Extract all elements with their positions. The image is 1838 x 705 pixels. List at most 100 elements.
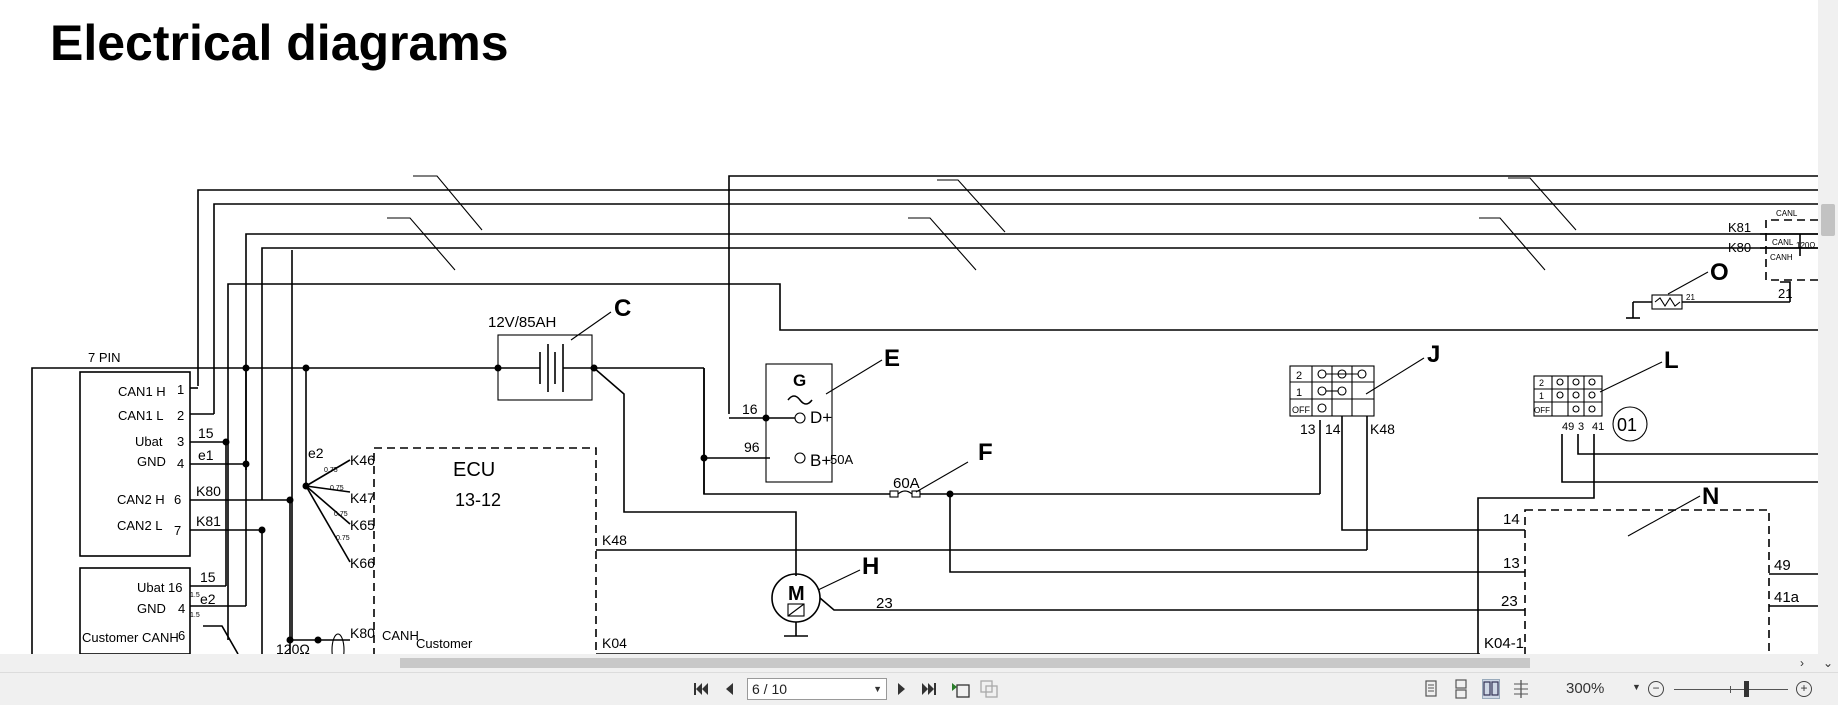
wire-label: e2: [200, 591, 216, 607]
pin-number: 6: [174, 492, 181, 507]
zoom-level[interactable]: 300%: [1566, 680, 1605, 697]
zoom-out-icon[interactable]: −: [1648, 681, 1664, 697]
pin-number: 2: [177, 408, 184, 423]
previous-page-icon: [726, 683, 733, 695]
svg-text:41a: 41a: [1774, 589, 1800, 606]
svg-text:CANH: CANH: [1770, 253, 1793, 262]
insert-page-button[interactable]: [950, 677, 972, 701]
viewer-toolbar: 6 / 10 ▼ 300% ▼ − +: [0, 672, 1838, 705]
pin-label: CAN1 L: [118, 408, 164, 423]
pin-label: CAN2 L: [117, 518, 163, 533]
wire-label: K66: [350, 555, 375, 571]
zoom-in-icon[interactable]: +: [1796, 681, 1812, 697]
wire-label: K47: [350, 490, 375, 506]
svg-text:120Ω: 120Ω: [1796, 241, 1815, 250]
svg-text:K48: K48: [602, 532, 627, 548]
pin-label: Ubat: [137, 580, 165, 595]
two-page-view-button[interactable]: [1482, 679, 1500, 699]
callout-h: H: [862, 553, 879, 580]
insert-page-icon: [952, 683, 970, 698]
continuous-view-button[interactable]: [1452, 679, 1470, 699]
last-page-button[interactable]: [918, 677, 940, 701]
wire-label: 15: [198, 425, 214, 441]
pin-label: CAN2 H: [117, 492, 165, 507]
next-page-button[interactable]: [892, 677, 912, 701]
zoom-slider-track[interactable]: [1674, 689, 1788, 690]
svg-text:K80: K80: [1728, 240, 1751, 255]
generator-label: G: [793, 371, 806, 390]
expand-toolbar-icon[interactable]: ⌄: [1818, 654, 1838, 672]
svg-text:CANL: CANL: [1772, 238, 1794, 247]
svg-text:21: 21: [1778, 286, 1792, 301]
svg-text:K81: K81: [1728, 220, 1751, 235]
first-page-button[interactable]: [690, 677, 712, 701]
svg-text:3: 3: [1578, 421, 1584, 433]
page-number-input[interactable]: 6 / 10 ▼: [747, 678, 887, 700]
vertical-scrollbar[interactable]: [1818, 0, 1838, 654]
callout-l: L: [1664, 347, 1679, 374]
continuous-page-icon: [1455, 679, 1467, 699]
zoom-slider-thumb[interactable]: [1743, 681, 1749, 697]
svg-text:K04-1: K04-1: [1484, 635, 1524, 652]
svg-text:0.75: 0.75: [334, 511, 348, 518]
wire-label: 15: [200, 569, 216, 585]
callout-o: O: [1710, 259, 1729, 286]
svg-text:0.75: 0.75: [324, 467, 338, 474]
svg-text:41: 41: [1592, 421, 1604, 433]
svg-text:0.75: 0.75: [336, 535, 350, 542]
ecu-code: 13-12: [455, 490, 501, 510]
svg-text:CANH: CANH: [382, 628, 419, 643]
wire-label: e1: [198, 447, 214, 463]
horizontal-scrollbar[interactable]: [0, 654, 1818, 672]
svg-text:16: 16: [742, 401, 758, 417]
horizontal-scroll-thumb[interactable]: [400, 658, 1530, 668]
pin-number: 7: [174, 523, 181, 538]
svg-text:2: 2: [1539, 378, 1544, 388]
book-view-icon: [1514, 680, 1528, 698]
circle-label: 01: [1617, 415, 1637, 435]
svg-text:D+: D+: [810, 408, 832, 427]
svg-text:OFF: OFF: [1292, 405, 1310, 415]
svg-text:13: 13: [1300, 421, 1316, 437]
fuse-label: 60A: [893, 475, 920, 492]
connector-label: 7 PIN: [88, 350, 121, 365]
svg-text:K48: K48: [1370, 421, 1395, 437]
wire-label: K80: [196, 483, 221, 499]
svg-text:K04: K04: [602, 635, 627, 651]
callout-n: N: [1702, 483, 1719, 510]
pin-number: 16: [168, 580, 182, 595]
motor-label: M: [788, 583, 805, 605]
wire-label: K81: [196, 513, 221, 529]
svg-text:Customer: Customer: [416, 636, 473, 651]
pin-label: GND: [137, 454, 166, 469]
svg-text:1: 1: [1539, 391, 1544, 401]
callout-j: J: [1427, 341, 1440, 368]
pin-label: CAN1 H: [118, 384, 166, 399]
wire-gauge: 1.5: [190, 612, 200, 619]
ecu-title: ECU: [453, 459, 495, 481]
svg-text:OFF: OFF: [1534, 406, 1550, 415]
zoom-dropdown-icon[interactable]: ▼: [1632, 682, 1641, 692]
single-page-icon: [1425, 680, 1437, 697]
svg-text:1: 1: [1296, 387, 1302, 399]
scroll-right-icon[interactable]: ›: [1800, 656, 1804, 670]
page-dropdown-icon[interactable]: ▼: [873, 684, 882, 694]
pin-number: 6: [178, 628, 185, 643]
svg-text:2: 2: [1296, 370, 1302, 382]
wire-label: e2: [308, 445, 324, 461]
wire-label: K80: [350, 625, 375, 641]
svg-text:B+: B+: [810, 451, 831, 470]
pin-number: 4: [177, 456, 184, 471]
svg-text:0.75: 0.75: [330, 485, 344, 492]
pin-number: 3: [177, 434, 184, 449]
single-page-view-button[interactable]: [1422, 679, 1440, 699]
resistor-label: 120Ω: [276, 641, 310, 654]
svg-text:50A: 50A: [830, 452, 853, 467]
previous-page-button[interactable]: [718, 677, 740, 701]
callout-e: E: [884, 345, 900, 372]
svg-text:13: 13: [1503, 555, 1520, 572]
vertical-scroll-thumb[interactable]: [1821, 204, 1835, 236]
extract-page-button[interactable]: [978, 677, 1000, 701]
pin-number: 4: [178, 601, 185, 616]
book-view-button[interactable]: [1512, 679, 1530, 699]
